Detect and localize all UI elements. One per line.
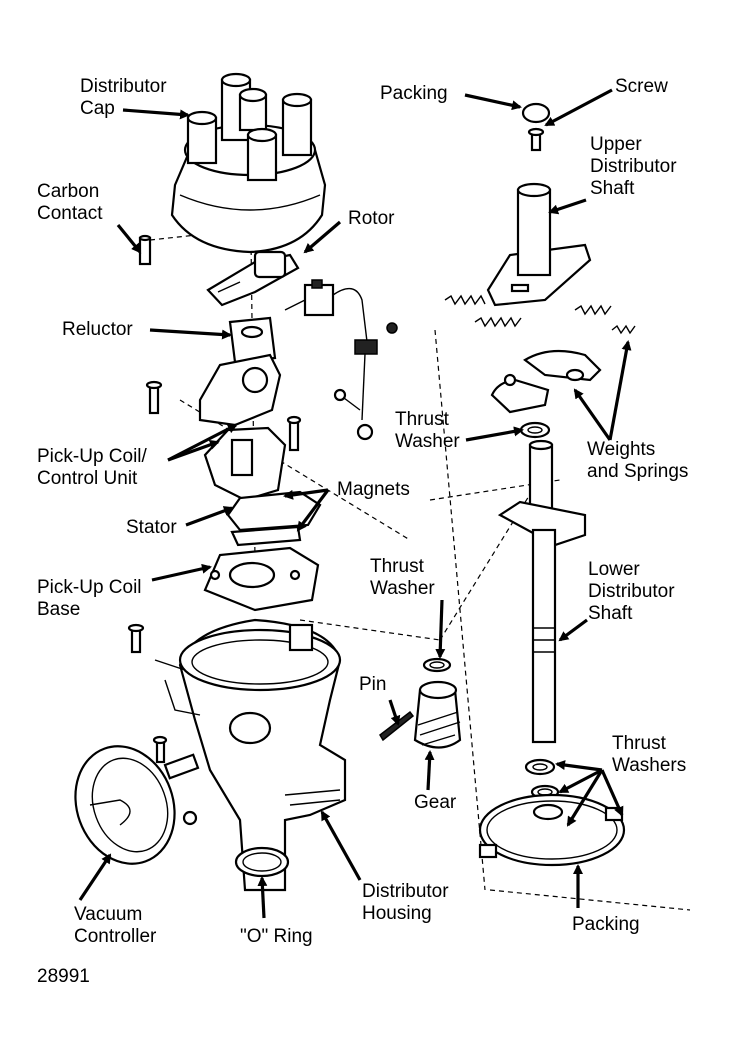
label-pickup-coil-base-1: Pick-Up Coil — [37, 577, 142, 598]
label-packing-bottom: Packing — [572, 914, 640, 935]
labels: Distributor Cap Carbon Contact Rotor Rel… — [37, 76, 688, 987]
label-upper-shaft-2: Distributor — [590, 156, 677, 177]
pickup-connector — [284, 279, 398, 441]
label-carbon-contact-2: Contact — [37, 203, 103, 224]
label-distributor-cap-2: Cap — [80, 98, 115, 119]
upper-distributor-shaft — [486, 182, 592, 307]
label-pickup-coil-base-2: Base — [37, 599, 80, 620]
o-ring — [234, 846, 290, 878]
thrust-washers-lower — [524, 758, 560, 800]
label-carbon-contact-1: Carbon — [37, 181, 99, 202]
label-distributor-cap-1: Distributor — [80, 76, 167, 97]
label-gear: Gear — [414, 792, 457, 813]
springs — [444, 294, 636, 335]
label-stator: Stator — [126, 517, 177, 538]
label-upper-shaft-1: Upper — [590, 134, 642, 155]
pickup-coil-base — [203, 546, 320, 612]
label-thrust-washers-1: Thrust — [612, 733, 667, 754]
drive-gear — [379, 657, 462, 749]
pickup-coil-control-unit — [203, 415, 302, 502]
label-weights-and-springs-1: Weights — [587, 439, 655, 460]
reluctor — [228, 316, 277, 364]
label-thrust-washer-middle-1: Thrust — [395, 409, 450, 430]
governor-weights — [490, 349, 602, 414]
label-o-ring: "O" Ring — [240, 926, 313, 947]
label-lower-shaft-3: Shaft — [588, 603, 633, 624]
thrust-washer-upper — [519, 421, 551, 439]
control-plate — [145, 353, 282, 427]
label-pickup-coil-control-unit-2: Control Unit — [37, 468, 138, 489]
label-pin: Pin — [359, 674, 386, 695]
label-thrust-washer-middle-2: Washer — [395, 431, 460, 452]
label-upper-shaft-3: Shaft — [590, 178, 635, 199]
distributor-cap — [170, 72, 327, 254]
figure-number: 28991 — [37, 966, 90, 987]
label-rotor: Rotor — [348, 208, 395, 229]
label-pickup-coil-control-unit-1: Pick-Up Coil/ — [37, 446, 148, 467]
distributor-housing — [127, 618, 347, 892]
label-screw: Screw — [615, 76, 668, 97]
label-lower-shaft-2: Distributor — [588, 581, 675, 602]
packing-and-screw — [521, 102, 551, 152]
label-thrust-washer-upper-2: Washer — [370, 578, 435, 599]
vacuum-controller — [74, 735, 200, 865]
label-distributor-housing-1: Distributor — [362, 881, 449, 902]
carbon-contact — [138, 234, 152, 266]
label-vacuum-controller-2: Controller — [74, 926, 157, 947]
label-thrust-washers-2: Washers — [612, 755, 686, 776]
stator — [226, 490, 322, 547]
packing-lower — [478, 793, 626, 867]
lower-distributor-shaft — [497, 439, 587, 744]
label-lower-shaft-1: Lower — [588, 559, 640, 580]
leader-arrows — [78, 88, 632, 919]
rotor — [206, 250, 300, 307]
label-distributor-housing-2: Housing — [362, 903, 432, 924]
label-thrust-washer-upper-1: Thrust — [370, 556, 425, 577]
label-magnets: Magnets — [337, 479, 410, 500]
label-reluctor: Reluctor — [62, 319, 133, 340]
label-packing-top: Packing — [380, 83, 448, 104]
label-vacuum-controller-1: Vacuum — [74, 904, 142, 925]
label-weights-and-springs-2: and Springs — [587, 461, 688, 482]
